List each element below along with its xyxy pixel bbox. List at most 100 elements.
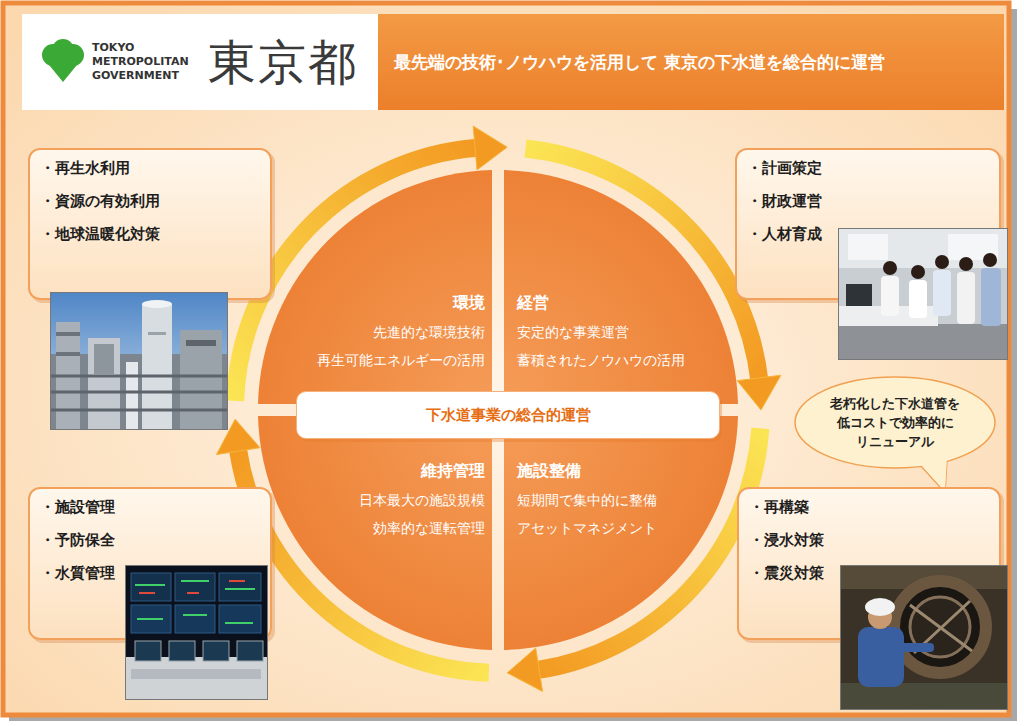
layout-ellipse xyxy=(865,598,895,616)
layout-rect xyxy=(898,643,934,652)
org-logo-text: 東京都 xyxy=(208,32,358,92)
layout-rect xyxy=(838,324,1008,360)
topic-item: ・浸水対策 xyxy=(749,524,989,557)
layout-circle xyxy=(983,253,997,267)
cycle-arrowhead xyxy=(473,126,507,170)
bubble-ellipse xyxy=(795,377,995,468)
outer-frame xyxy=(3,3,1009,715)
layout-rect xyxy=(881,276,899,316)
layout-rect xyxy=(848,234,888,260)
sector-heading: 経営 xyxy=(517,288,685,318)
layout-rect xyxy=(846,284,872,306)
layout-rect xyxy=(131,669,261,679)
topic-item: ・再構築 xyxy=(749,491,989,524)
topic-box: ・再生水利用・資源の有効利用・地球温暖化対策 xyxy=(28,148,272,300)
topic-box: ・施設管理・予防保全・水質管理 xyxy=(28,487,272,640)
layout-rect xyxy=(858,627,904,687)
ginkgo-logo xyxy=(40,38,86,84)
layout-rect xyxy=(237,641,263,661)
quadrant-sector: 経営安定的な事業運営蓄積されたノウハウの活用 xyxy=(504,170,738,404)
plant-photo xyxy=(50,292,228,430)
layout-rect xyxy=(909,280,927,318)
layout-path xyxy=(135,581,255,623)
layout-rect xyxy=(88,338,120,430)
layout-rect xyxy=(957,272,975,324)
title-holder: 最先端の技術･ノウハウを活用して 東京の下水道を総合的に運営 xyxy=(394,14,885,110)
layout-rect xyxy=(219,605,261,633)
quadrant-sector: 維持管理日本最大の施設規模効率的な運転管理 xyxy=(258,416,492,650)
layout-path xyxy=(45,60,81,82)
sector-body: 日本最大の施設規模 xyxy=(359,486,485,514)
layout-rect xyxy=(203,641,229,661)
layout-rect xyxy=(131,573,171,601)
sector-fill xyxy=(258,170,492,404)
layout-rect xyxy=(56,332,80,336)
sector-text-group: 経営安定的な事業運営蓄積されたノウハウの活用 xyxy=(517,288,685,374)
center-bar: 下水道事業の総合的運営 xyxy=(296,391,720,439)
speech-bubble: 老朽化した下水道管を 低コストで効率的に リニューアル xyxy=(794,376,996,469)
layout-rect xyxy=(840,565,1008,710)
layout-rect xyxy=(135,641,161,661)
topic-item: ・地球温暖化対策 xyxy=(40,218,260,251)
sector-fill xyxy=(504,170,738,404)
topic-item: ・計画策定 xyxy=(747,152,989,185)
control-room-photo xyxy=(125,565,268,700)
sector-body: 再生可能エネルギーの活用 xyxy=(317,346,485,374)
layout-rect xyxy=(126,362,138,430)
layout-path xyxy=(139,581,245,593)
sewer-photo xyxy=(840,565,1008,710)
layout-rect xyxy=(125,565,268,700)
layout-rect xyxy=(219,573,261,601)
topic-item: ・財政運営 xyxy=(747,185,989,218)
layout-circle xyxy=(935,255,949,269)
sector-heading: 環境 xyxy=(317,288,485,318)
layout-rect xyxy=(51,293,228,430)
layout-rect xyxy=(180,330,222,430)
layout-path xyxy=(50,376,228,410)
layout-rect xyxy=(186,340,216,346)
topic-item: ・水質管理 xyxy=(40,557,260,590)
sector-fill xyxy=(504,416,738,650)
sector-heading: 維持管理 xyxy=(359,456,485,486)
topic-box: ・再構築・浸水対策・震災対策 xyxy=(737,487,1001,640)
sector-body: 効率的な運転管理 xyxy=(359,514,485,542)
topic-item: ・資源の有効利用 xyxy=(40,185,260,218)
layout-circle xyxy=(894,581,986,673)
sector-body: 先進的な環境技術 xyxy=(317,318,485,346)
cycle-ring xyxy=(217,126,781,691)
sector-text-group: 環境先進的な環境技術再生可能エネルギーの活用 xyxy=(317,288,485,374)
layout-rect xyxy=(125,657,268,700)
layout-circle xyxy=(52,39,74,61)
layout-circle xyxy=(883,261,897,275)
topic-item: ・人材育成 xyxy=(747,218,989,251)
header-bar xyxy=(378,14,1004,110)
bubble-text: 老朽化した下水道管を 低コストで効率的に リニューアル xyxy=(825,394,965,451)
layout-rect xyxy=(50,292,228,430)
topic-item: ・再生水利用 xyxy=(40,152,260,185)
quadrant-sector: 施設整備短期間で集中的に整備アセットマネジメント xyxy=(504,416,738,650)
bubble-tail-cover xyxy=(919,457,947,491)
cycle-arrowhead xyxy=(737,375,781,410)
sector-body: 蓄積されたノウハウの活用 xyxy=(517,346,685,374)
layout-rect xyxy=(981,268,1001,326)
title-text: 最先端の技術･ノウハウを活用して 東京の下水道を総合的に運営 xyxy=(394,51,885,74)
sector-text-group: 維持管理日本最大の施設規模効率的な運転管理 xyxy=(359,456,485,542)
layout-rect xyxy=(838,228,1008,360)
sector-shape xyxy=(504,170,738,404)
center-label: 下水道事業の総合的運営 xyxy=(426,406,591,425)
office-photo xyxy=(838,228,1008,360)
layout-rect xyxy=(840,683,1008,710)
topic-box: ・計画策定・財政運営・人材育成 xyxy=(735,148,1001,300)
topic-item: ・予防保全 xyxy=(40,524,260,557)
sector-shape xyxy=(258,170,492,404)
layout-rect xyxy=(126,566,268,700)
sector-heading: 施設整備 xyxy=(517,456,657,486)
cycle-arrowhead xyxy=(507,648,542,691)
sector-fill xyxy=(258,416,492,650)
layout-rect xyxy=(175,573,215,601)
sector-body: 安定的な事業運営 xyxy=(517,318,685,346)
logo-box: TOKYO METROPOLITAN GOVERNMENT東京都 xyxy=(22,14,378,110)
layout-rect xyxy=(839,229,1008,360)
layout-circle xyxy=(911,265,925,279)
